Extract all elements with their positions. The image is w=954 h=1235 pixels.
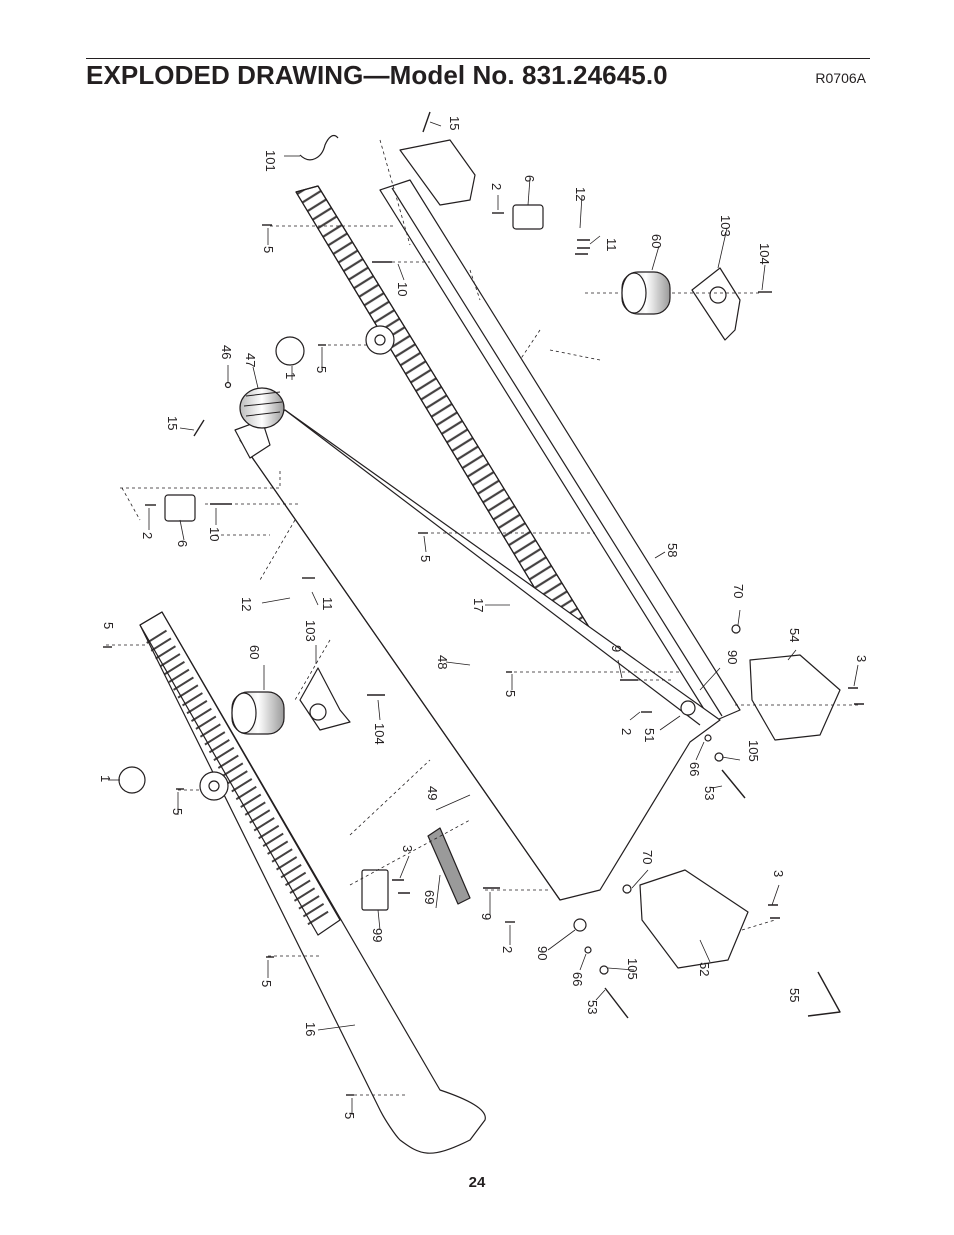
- warning-decal: [427, 827, 471, 905]
- callout-103-top: 103: [718, 215, 733, 237]
- callout-5-b: 5: [314, 366, 329, 373]
- mount-block-right: [512, 204, 544, 230]
- callout-9-left: 9: [479, 913, 494, 920]
- callout-90-right: 90: [725, 650, 740, 664]
- rear-foot-right: [749, 654, 841, 741]
- callout-60-top: 60: [649, 234, 664, 248]
- callout-104-top: 104: [757, 243, 772, 265]
- callout-104-left: 104: [372, 723, 387, 745]
- callout-5-a: 5: [261, 246, 276, 253]
- callout-46: 46: [219, 345, 234, 359]
- header-rule: [86, 58, 870, 59]
- callout-11-top: 11: [604, 238, 619, 252]
- drawing-code: R0706A: [815, 70, 866, 86]
- callout-49: 49: [425, 786, 440, 800]
- callout-105-lower: 105: [625, 958, 640, 980]
- callout-90-lower: 90: [535, 946, 550, 960]
- callout-103-left: 103: [303, 620, 318, 642]
- roller-bracket-right: [691, 267, 741, 341]
- callout-6-top: 6: [522, 175, 537, 182]
- callout-51: 51: [642, 728, 657, 742]
- hinge-bracket: [361, 869, 389, 911]
- callout-15-left: 15: [165, 416, 180, 430]
- callout-15-top: 15: [447, 116, 462, 130]
- fasteners: [103, 111, 864, 1096]
- callout-5-h: 5: [342, 1112, 357, 1119]
- callout-70-left: 70: [640, 850, 655, 864]
- washers: [224, 381, 741, 975]
- front-roller: [239, 336, 305, 429]
- callout-12-left: 12: [239, 597, 254, 611]
- callout-3-right: 3: [854, 655, 869, 662]
- callout-53-right: 53: [702, 786, 717, 800]
- callout-47: 47: [243, 353, 258, 367]
- callout-3-lower: 3: [771, 870, 786, 877]
- callout-9-right: 9: [609, 645, 624, 652]
- callout-5-c: 5: [418, 555, 433, 562]
- callout-5-d: 5: [101, 622, 116, 629]
- callout-5-e: 5: [503, 690, 518, 697]
- callout-2-left: 2: [140, 532, 155, 539]
- callout-69: 69: [422, 890, 437, 904]
- callout-54: 54: [787, 628, 802, 642]
- endcap-left: [118, 766, 146, 794]
- callout-48: 48: [435, 655, 450, 669]
- callout-66-lower: 66: [570, 972, 585, 986]
- callout-11-left: 11: [320, 597, 335, 611]
- callout-10-left: 10: [207, 527, 222, 541]
- callout-60-left: 60: [247, 645, 262, 659]
- callout-53-lower: 53: [585, 1000, 600, 1014]
- callout-70-right: 70: [731, 584, 746, 598]
- callout-2-right: 2: [619, 728, 634, 735]
- page-number: 24: [468, 1174, 486, 1191]
- callout-55: 55: [787, 988, 802, 1002]
- callout-1-left: 1: [98, 775, 113, 782]
- mount-block-left: [164, 494, 196, 522]
- callout-10-top: 10: [395, 282, 410, 296]
- roller-bracket-left: [299, 667, 351, 731]
- ground-wire: [299, 134, 339, 161]
- rear-foot-left: [639, 869, 749, 969]
- page-title: EXPLODED DRAWING—Model No. 831.24645.0: [86, 60, 668, 90]
- callout-1-top: 1: [283, 372, 298, 379]
- right-frame-rail: [379, 139, 741, 723]
- callout-5-g: 5: [259, 980, 274, 987]
- callout-101: 101: [263, 150, 278, 172]
- leader-lines: [108, 121, 859, 1115]
- callout-66-right: 66: [687, 762, 702, 776]
- callout-52: 52: [697, 962, 712, 976]
- callout-17: 17: [471, 598, 486, 612]
- main-frame: [234, 409, 721, 901]
- callout-105-right: 105: [746, 740, 761, 762]
- callout-16: 16: [303, 1022, 318, 1036]
- left-side-rail-cover: [139, 611, 486, 1154]
- callout-6-left: 6: [175, 540, 190, 547]
- callout-58: 58: [665, 543, 680, 557]
- callout-12-top: 12: [573, 187, 588, 201]
- callout-99: 99: [370, 928, 385, 942]
- callout-5-f: 5: [170, 808, 185, 815]
- callout-2-lower: 2: [500, 946, 515, 953]
- part-callouts: 15 101 2 6 12 11 60 103 104 5 10 46 47 1…: [98, 116, 869, 1119]
- callout-2-top: 2: [489, 183, 504, 190]
- rear-roller-right: [621, 271, 671, 315]
- allen-wrench: [807, 971, 841, 1017]
- callout-3-left: 3: [400, 845, 415, 852]
- rear-roller-left: [231, 691, 285, 735]
